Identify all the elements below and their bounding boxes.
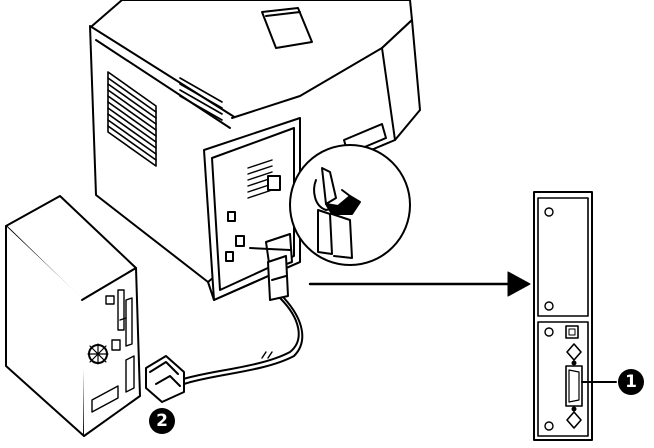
pointer-arrow (308, 271, 531, 297)
pc-tower-illustration (5, 195, 141, 437)
magnifier-detail-circle (249, 144, 411, 266)
callout-cable-connector: 2 (149, 408, 175, 434)
callout-parallel-port: 1 (618, 369, 644, 395)
parallel-cable (145, 297, 304, 403)
interface-panel (533, 191, 617, 441)
